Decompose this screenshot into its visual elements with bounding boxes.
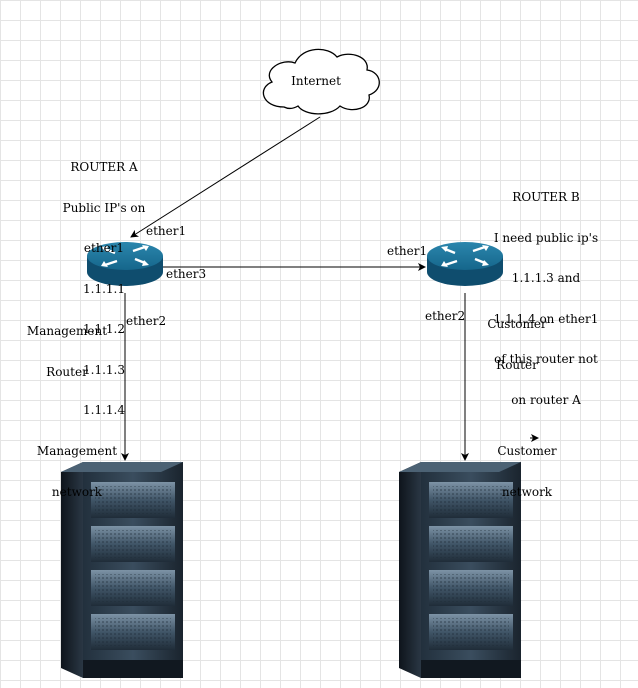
customer-network-label: Customer network <box>497 444 557 499</box>
port-label-a-ether1: ether1 <box>146 224 187 238</box>
mgmt-network-label: Management network <box>36 444 118 499</box>
port-label-a-ether2: ether2 <box>126 314 167 328</box>
router-a-name: Management Router <box>26 324 108 379</box>
router-b-note: ROUTER B I need public ip's 1.1.1.3 and … <box>493 190 599 407</box>
port-label-a-ether3: ether3 <box>166 267 207 281</box>
cloud-icon <box>262 48 380 115</box>
router-b-name: Customer Router <box>487 317 547 372</box>
cloud-label: Internet <box>291 74 341 88</box>
router-a-note: ROUTER A Public IP's on ether1 1.1.1.1 1… <box>62 160 146 417</box>
port-label-b-ether1: ether1 <box>387 244 428 258</box>
link-internet-router-a <box>130 116 321 238</box>
router-icon[interactable] <box>425 240 505 288</box>
port-label-b-ether2: ether2 <box>425 309 466 323</box>
